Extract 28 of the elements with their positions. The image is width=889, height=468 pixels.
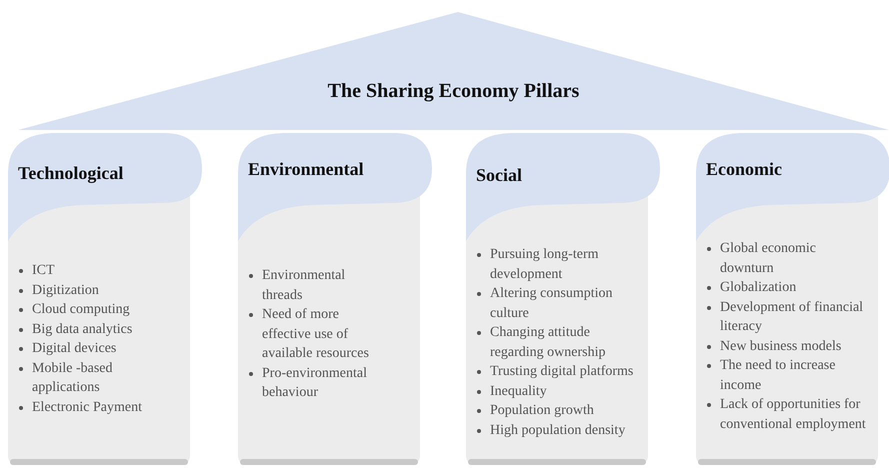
bullet-item: Pursuing long-term development bbox=[490, 246, 600, 284]
bullet-item: ICT bbox=[32, 262, 55, 280]
bullet-item: Lack of opportunities for conventional employment bbox=[720, 396, 867, 434]
bullet-item: Pro-environmental behaviour bbox=[262, 364, 368, 402]
pillar-heading: Technological bbox=[18, 163, 124, 184]
bullet-item: Environmental threads bbox=[262, 267, 346, 304]
bullet-item: Altering consumption culture bbox=[490, 285, 614, 322]
bullet-item: Inequality bbox=[490, 382, 547, 400]
bullet-item: New business models bbox=[720, 338, 842, 356]
bullet-item: Digital devices bbox=[32, 340, 116, 358]
bullet-item: Digitization bbox=[32, 282, 99, 300]
roof-label: The Sharing Economy Pillars bbox=[326, 80, 580, 103]
bullet-item: High population density bbox=[490, 422, 626, 440]
bullet-item: Electronic Payment bbox=[32, 398, 142, 416]
bullet-item: Trusting digital platforms bbox=[490, 363, 634, 381]
bullet-item: Cloud computing bbox=[32, 301, 130, 319]
bullet-item: The need to increase income bbox=[720, 357, 836, 394]
bullet-item: Development of financial literacy bbox=[720, 298, 864, 336]
bullet-item: Global economic downturn bbox=[720, 240, 818, 278]
bullet-item: Need of more effective use of available resources bbox=[262, 306, 370, 363]
bullet-item: Mobile -based applications bbox=[32, 360, 114, 397]
bullet-item: Population growth bbox=[490, 402, 594, 420]
pillar-heading: Social bbox=[476, 165, 522, 186]
bullet-item: Globalization bbox=[720, 279, 796, 297]
bullet-item: Big data analytics bbox=[32, 320, 132, 338]
pillar-heading: Environmental bbox=[248, 159, 364, 180]
pillar-heading: Economic bbox=[706, 159, 782, 180]
bullet-item: Changing attitude regarding ownership bbox=[490, 324, 606, 362]
